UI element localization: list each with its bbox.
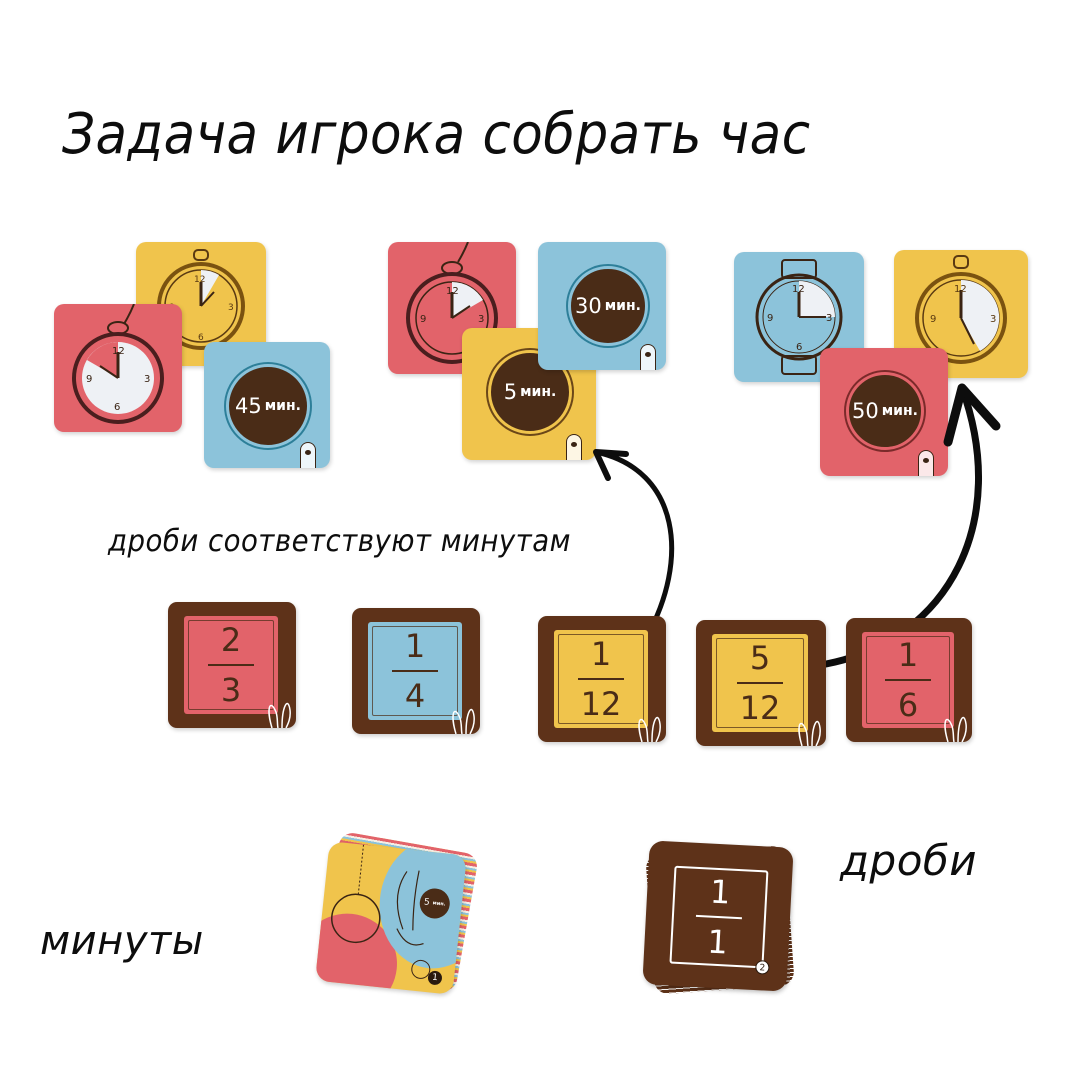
rabbit-ears-icon: [798, 720, 821, 746]
svg-text:6: 6: [114, 402, 120, 413]
denominator: 12: [580, 685, 622, 723]
svg-text:3: 3: [478, 314, 484, 325]
paw-icon: [640, 344, 656, 370]
svg-text:9: 9: [767, 313, 773, 324]
fraction-bar: [392, 670, 438, 672]
numerator: 5: [749, 639, 771, 677]
denominator: 1: [706, 922, 729, 962]
numerator: 1: [897, 636, 919, 674]
svg-text:3: 3: [990, 314, 996, 325]
deck-number-badge: 2: [755, 960, 770, 975]
clock-card-pocket-watch: 12 3 6 9: [54, 304, 182, 432]
stopwatch-icon: 12 3 9: [915, 255, 1007, 364]
numerator: 2: [220, 621, 242, 659]
pocket-watch-icon: 12 3 6 9: [72, 304, 164, 424]
rabbit-ears-icon: [944, 716, 967, 742]
rabbit-ears-icon: [452, 708, 475, 734]
deck-top-card-fraction: 1 1 2: [642, 840, 794, 992]
denominator: 6: [897, 686, 919, 724]
numerator: 1: [590, 635, 612, 673]
svg-text:9: 9: [420, 314, 426, 325]
fraction-bar: [208, 664, 254, 666]
rabbit-illustration-icon: [331, 844, 431, 979]
label-fractions-deck: дроби: [840, 836, 978, 885]
svg-text:12: 12: [194, 275, 205, 285]
svg-text:9: 9: [930, 314, 936, 325]
svg-text:3: 3: [144, 374, 150, 385]
denominator: 3: [220, 671, 242, 709]
denominator: 4: [404, 677, 426, 715]
label-minutes-deck: минуты: [40, 918, 204, 964]
rabbit-ears-icon: [638, 716, 661, 742]
fraction-card-1-4: 1 4: [352, 608, 480, 734]
svg-text:6: 6: [198, 333, 204, 343]
fraction-card-5-12: 5 12: [696, 620, 826, 746]
paw-icon: [566, 434, 582, 460]
svg-text:3: 3: [826, 313, 832, 324]
numerator: 1: [709, 872, 732, 912]
fraction-card-1-12: 1 12: [538, 616, 666, 742]
svg-text:9: 9: [86, 374, 92, 385]
fraction-bar: [737, 682, 783, 684]
caption-fractions-match-minutes: дроби соответствуют минутам: [108, 524, 571, 559]
paw-icon: [300, 442, 316, 468]
fraction-card-1-6: 1 6: [846, 618, 972, 742]
rabbit-ears-icon: [268, 702, 291, 728]
svg-text:12: 12: [792, 284, 805, 295]
fraction-bar: [695, 914, 742, 920]
denominator: 12: [739, 689, 781, 727]
page-title: Задача игрока собрать час: [62, 102, 811, 167]
arrow-fraction-1-12-to-5-min: [593, 449, 675, 641]
wristwatch-icon: 12 3 6 9: [755, 259, 843, 375]
svg-text:12: 12: [112, 346, 125, 357]
svg-text:12: 12: [446, 286, 459, 297]
fraction-bar: [578, 678, 624, 680]
fraction-bar: [885, 679, 931, 681]
svg-text:12: 12: [954, 284, 967, 295]
svg-text:3: 3: [228, 303, 234, 313]
fraction-card-2-3: 2 3: [168, 602, 296, 728]
paw-icon: [918, 450, 934, 476]
numerator: 1: [404, 627, 426, 665]
fractions-deck: 1 1 2: [640, 840, 800, 1000]
svg-text:6: 6: [796, 342, 802, 353]
pocket-watch-icon: 12 3 9: [406, 242, 498, 364]
